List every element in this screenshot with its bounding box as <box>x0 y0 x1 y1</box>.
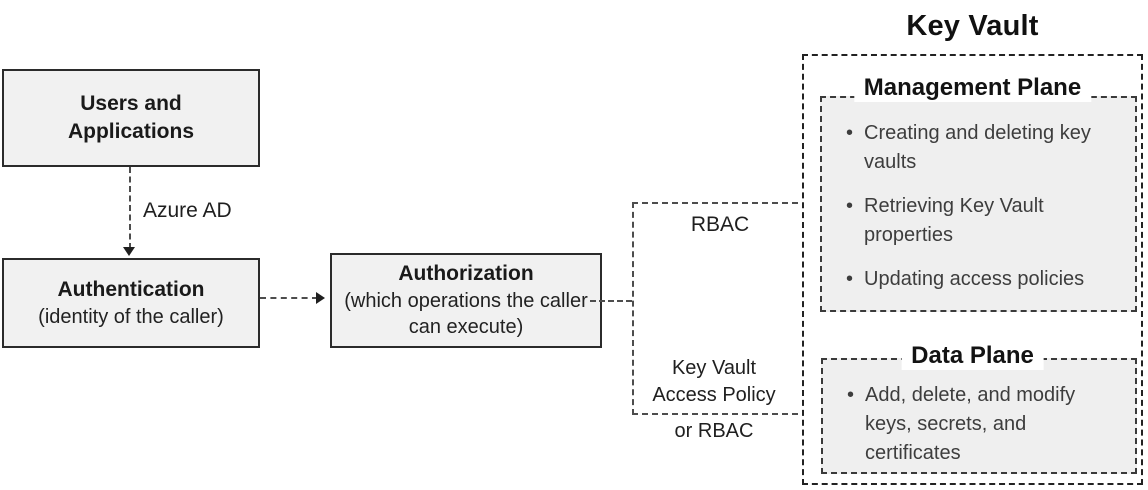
bullet-icon: • <box>846 195 854 217</box>
connector-rbac-to-management-plane <box>632 202 808 204</box>
arrowhead-right-icon <box>316 292 325 304</box>
edge-label-azure-ad: Azure AD <box>143 199 232 222</box>
data-plane-box: • Add, delete, and modify keys, secrets,… <box>821 358 1137 474</box>
key-vault-group-box: Management Plane • Creating and deleting… <box>802 54 1143 485</box>
bullet-text: Updating access policies <box>864 268 1085 290</box>
bullet-text: Retrieving Key Vault properties <box>864 195 1044 246</box>
node-subtitle: (which operations the caller can execute… <box>344 289 588 339</box>
edge-label-rbac: RBAC <box>690 213 750 236</box>
list-item: • Updating access policies <box>846 265 1121 294</box>
bullet-icon: • <box>847 384 855 406</box>
management-plane-title: Management Plane <box>853 74 1092 102</box>
edge-label-key-vault-access-policy: Key Vault Access Policy <box>626 355 802 409</box>
list-item: • Creating and deleting key vaults <box>846 119 1121 177</box>
data-plane-title: Data Plane <box>901 342 1044 370</box>
connector-users-to-authentication <box>129 167 131 249</box>
connector-split-vertical <box>632 202 634 415</box>
bullet-text: Add, delete, and modify keys, secrets, a… <box>865 384 1076 464</box>
connector-access-policy-to-data-plane <box>632 413 808 415</box>
edge-label-line: Access Policy <box>652 384 776 406</box>
edge-label-line: Key Vault <box>671 357 757 379</box>
node-authorization: Authorization (which operations the call… <box>330 253 602 348</box>
key-vault-title: Key Vault <box>906 10 1039 42</box>
bullet-icon: • <box>846 122 854 144</box>
node-title: Authorization <box>398 262 534 286</box>
management-plane-box: • Creating and deleting key vaults • Ret… <box>820 96 1137 312</box>
connector-authorization-stub <box>590 300 632 302</box>
node-users-and-applications: Users and Applications <box>2 69 260 167</box>
arrowhead-down-icon <box>123 247 135 256</box>
bullet-text: Creating and deleting key vaults <box>864 122 1091 173</box>
node-authentication: Authentication (identity of the caller) <box>2 258 260 348</box>
list-item: • Add, delete, and modify keys, secrets,… <box>847 381 1121 468</box>
list-item: • Retrieving Key Vault properties <box>846 192 1121 250</box>
node-label: Users and <box>80 92 182 116</box>
node-label: Applications <box>67 120 194 143</box>
node-subtitle: (identity of the caller) <box>38 305 224 328</box>
connector-authentication-to-authorization <box>260 297 318 299</box>
data-plane-bullets: • Add, delete, and modify keys, secrets,… <box>823 360 1135 468</box>
management-plane-bullets: • Creating and deleting key vaults • Ret… <box>822 98 1135 294</box>
bullet-icon: • <box>846 268 854 290</box>
node-title: Authentication <box>57 277 205 301</box>
edge-label-or-rbac: or RBAC <box>674 420 754 442</box>
